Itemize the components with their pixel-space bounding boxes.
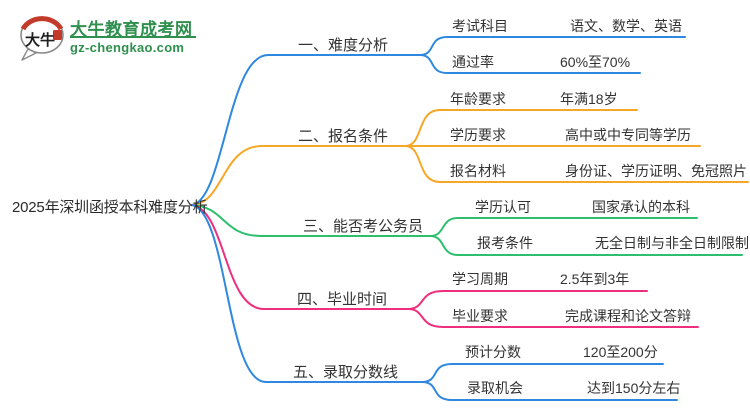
branch2-row3-line — [404, 145, 749, 183]
leaf-label: 录取机会 — [467, 380, 523, 396]
leaf-label: 报名材料 — [450, 163, 506, 179]
branch1-row1-line — [419, 36, 686, 56]
branch3-main-line — [191, 204, 431, 237]
leaf-label: 考试科目 — [452, 18, 508, 34]
leaf-label: 学习周期 — [452, 271, 508, 287]
leaf-label: 毕业要求 — [452, 308, 508, 324]
leaf-value: 60%至70% — [560, 54, 631, 70]
logo-brand-underline — [70, 36, 196, 38]
leaf-label: 年龄要求 — [450, 91, 506, 107]
branch1-row2-line — [419, 54, 641, 74]
branch4-row2-line — [407, 308, 699, 328]
leaf-value: 无全日制与非全日制限制 — [595, 235, 749, 251]
branch4-label: 四、毕业时间 — [297, 291, 388, 308]
branch5-label: 五、录取分数线 — [293, 364, 399, 381]
leaf-label: 学历要求 — [450, 127, 506, 143]
mindmap-root-title: 2025年深圳函授本科难度分析 — [12, 199, 208, 216]
leaf-label: 报考条件 — [477, 235, 533, 251]
branch5-main-line — [191, 204, 423, 383]
leaf-value: 完成课程和论文答辩 — [565, 308, 691, 324]
leaf-label: 通过率 — [452, 54, 494, 70]
branch2-main-line — [191, 145, 406, 206]
leaf-value: 国家承认的本科 — [592, 199, 690, 215]
leaf-value: 2.5年到3年 — [560, 271, 630, 287]
logo-brand-text: 大牛教育成考网 — [70, 20, 193, 39]
branch4-main-line — [191, 204, 409, 310]
leaf-value: 身份证、学历证明、免冠照片 — [565, 163, 747, 179]
leaf-value: 语文、数学、英语 — [570, 18, 682, 34]
leaf-value: 120至200分 — [583, 344, 658, 360]
branch3-label: 三、能否考公务员 — [303, 218, 424, 235]
leaf-label: 预计分数 — [465, 344, 521, 360]
branch1-label: 一、难度分析 — [298, 37, 389, 54]
branch2-row1-line — [404, 109, 638, 147]
branch3-row2-line — [429, 235, 743, 256]
branch4-row1-line — [407, 290, 648, 310]
branch2-label: 二、报名条件 — [298, 128, 389, 145]
branch5-row2-line — [421, 381, 678, 401]
leaf-value: 年满18岁 — [560, 91, 618, 107]
leaf-value: 达到150分左右 — [587, 380, 681, 396]
logo-bubble-icon: 大牛 — [20, 16, 64, 61]
logo-bubble-text: 大牛 — [25, 31, 55, 49]
leaf-label: 学历认可 — [475, 199, 531, 215]
logo-domain-text: gz-chengkao.com — [70, 40, 185, 55]
branch1-main-line — [191, 54, 421, 206]
branch3-row1-line — [429, 217, 698, 237]
leaf-value: 高中或中专同等学历 — [565, 127, 691, 143]
branch5-row1-line — [421, 363, 664, 383]
